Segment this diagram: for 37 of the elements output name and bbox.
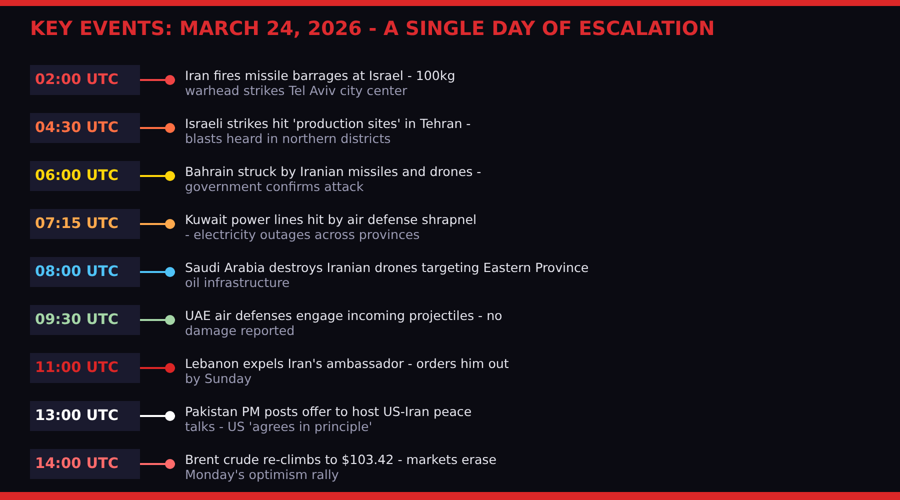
event-detail: oil infrastructure xyxy=(185,275,291,290)
timeline-connector xyxy=(140,75,175,85)
event-detail: blasts heard in northern districts xyxy=(185,131,392,146)
event-headline: Pakistan PM posts offer to host US-Iran peace xyxy=(185,404,473,419)
time-label: 02:00 UTC xyxy=(30,65,140,95)
timeline-connector xyxy=(140,459,175,469)
event-detail: government confirms attack xyxy=(185,179,365,194)
timeline-connector xyxy=(140,123,175,133)
time-label: 08:00 UTC xyxy=(30,257,140,287)
event-headline: Saudi Arabia destroys Iranian drones targeting Eastern Province xyxy=(185,260,590,275)
timeline-connector xyxy=(140,411,175,421)
timeline-connector xyxy=(140,219,175,229)
time-label: 06:00 UTC xyxy=(30,161,140,191)
time-label: 11:00 UTC xyxy=(30,353,140,383)
event-detail: by Sunday xyxy=(185,371,253,386)
timeline-connector xyxy=(140,267,175,277)
timeline-connector xyxy=(140,363,175,373)
event-headline: Brent crude re-climbs to $103.42 - markets erase xyxy=(185,452,498,467)
time-label: 07:15 UTC xyxy=(30,209,140,239)
event-detail: damage reported xyxy=(185,323,296,338)
event-detail: - electricity outages across provinces xyxy=(185,227,421,242)
event-headline: Israeli strikes hit 'production sites' in Tehran - xyxy=(185,116,472,131)
event-headline: Bahrain struck by Iranian missiles and drones - xyxy=(185,164,482,179)
title: KEY EVENTS: MARCH 24, 2026 - A SINGLE DAY OF ESCALATION xyxy=(30,17,715,40)
event-detail: talks - US 'agrees in principle' xyxy=(185,419,374,434)
time-label: 13:00 UTC xyxy=(30,401,140,431)
timeline-connector xyxy=(140,171,175,181)
time-label: 04:30 UTC xyxy=(30,113,140,143)
event-detail: warhead strikes Tel Aviv city center xyxy=(185,83,408,98)
time-label: 14:00 UTC xyxy=(30,449,140,479)
event-detail: Monday's optimism rally xyxy=(185,467,340,482)
event-headline: UAE air defenses engage incoming projectiles - no xyxy=(185,308,504,323)
event-headline: Lebanon expels Iran's ambassador - orders him out xyxy=(185,356,510,371)
time-label: 09:30 UTC xyxy=(30,305,140,335)
timeline-connector xyxy=(140,315,175,325)
event-headline: Kuwait power lines hit by air defense shrapnel xyxy=(185,212,478,227)
event-headline: Iran fires missile barrages at Israel - 100kg xyxy=(185,68,456,83)
